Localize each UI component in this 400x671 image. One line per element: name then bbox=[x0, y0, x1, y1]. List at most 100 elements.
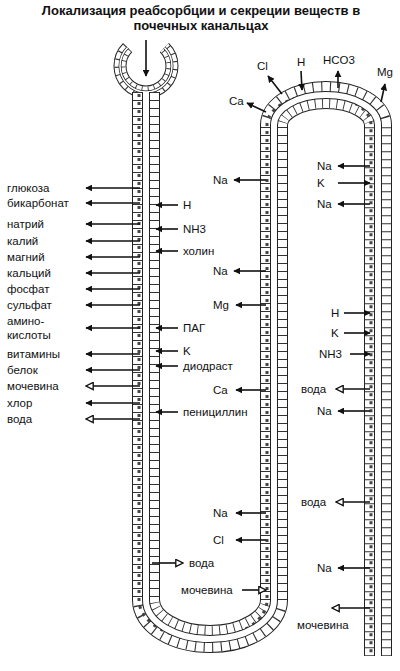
tubule-outline bbox=[146, 92, 378, 656]
substance-label: вода bbox=[300, 382, 327, 396]
leader-arrow bbox=[242, 589, 266, 591]
substance-label: вода bbox=[188, 556, 215, 570]
leader-arrow bbox=[338, 567, 370, 569]
cell-nuclei bbox=[139, 92, 371, 656]
leader-arrow bbox=[86, 202, 140, 204]
leader-arrow bbox=[86, 240, 140, 242]
leader-arrow bbox=[234, 270, 266, 272]
leader-arrow bbox=[86, 369, 140, 371]
substance-label: глюкоза bbox=[6, 181, 50, 195]
leader-arrow bbox=[156, 365, 178, 367]
leader-arrow bbox=[336, 501, 370, 503]
leader-arrow bbox=[86, 385, 140, 387]
substance-label: Ca bbox=[228, 94, 245, 108]
substance-label: вода bbox=[300, 495, 327, 509]
leader-arrow bbox=[236, 389, 266, 391]
lumen-outline bbox=[146, 92, 378, 656]
substance-label: натрий bbox=[6, 217, 45, 231]
substance-label: K bbox=[330, 326, 340, 340]
substance-label: бикарбонат bbox=[6, 196, 70, 210]
tubule-wall bbox=[146, 92, 378, 656]
leader-arrow bbox=[86, 402, 140, 404]
substance-label: кальций bbox=[6, 266, 52, 280]
leader-arrow bbox=[86, 223, 140, 225]
substance-label: мочевина bbox=[180, 583, 234, 597]
substance-label: Na bbox=[316, 561, 333, 575]
leader-arrow bbox=[338, 203, 370, 205]
substance-label: Na bbox=[212, 506, 229, 520]
leader-arrow bbox=[344, 312, 370, 314]
leader-arrow bbox=[350, 353, 370, 355]
substance-label: диодраст bbox=[182, 359, 234, 373]
leader-arrow bbox=[236, 512, 266, 514]
leader-arrow bbox=[86, 327, 140, 329]
substance-label: Na bbox=[212, 264, 229, 278]
leader-arrow bbox=[338, 410, 370, 412]
substance-label: хлор bbox=[6, 396, 33, 410]
filtration-arrow bbox=[145, 40, 147, 76]
substance-label: пенициллин bbox=[182, 405, 249, 419]
leader-arrow bbox=[86, 353, 140, 355]
substance-label: Na bbox=[316, 404, 333, 418]
leader-arrows bbox=[86, 40, 385, 608]
diagram-title: Локализация реабсорбции и секреции вещес… bbox=[40, 3, 362, 33]
substance-label: белок bbox=[6, 363, 39, 377]
leader-arrow bbox=[156, 411, 178, 413]
leader-arrow bbox=[236, 304, 266, 306]
leader-arrow bbox=[338, 182, 370, 184]
substance-label: Na bbox=[316, 159, 333, 173]
leader-arrow bbox=[247, 103, 266, 112]
leader-arrow bbox=[86, 288, 140, 290]
leader-arrow bbox=[156, 204, 178, 206]
substance-label: Na bbox=[212, 173, 229, 187]
substance-label: мочевина bbox=[296, 618, 350, 632]
substance-label: магний bbox=[6, 250, 46, 264]
leader-arrow bbox=[86, 304, 140, 306]
substance-label: Ca bbox=[212, 383, 229, 397]
substance-label: Mg bbox=[376, 65, 394, 79]
substance-label: H bbox=[182, 198, 192, 212]
substance-label: холин bbox=[182, 244, 215, 258]
substance-label: витамины bbox=[6, 347, 61, 361]
leader-arrow bbox=[332, 607, 370, 609]
tubule-lumen bbox=[146, 92, 378, 656]
substance-label: калий bbox=[6, 234, 39, 248]
leader-arrow bbox=[156, 228, 178, 230]
leader-arrow bbox=[301, 71, 302, 90]
leader-arrow bbox=[156, 350, 178, 352]
substance-label: вода bbox=[6, 412, 33, 426]
leader-arrow bbox=[337, 71, 339, 88]
leader-arrow bbox=[86, 187, 140, 189]
leader-arrow bbox=[338, 165, 370, 167]
substance-label: Mg bbox=[212, 298, 230, 312]
tubule-cells bbox=[146, 92, 378, 656]
leader-arrow bbox=[152, 562, 183, 564]
substance-label: ПАГ bbox=[182, 321, 206, 335]
substance-label: NH3 bbox=[318, 347, 343, 361]
substance-label: K bbox=[316, 176, 326, 190]
leader-arrow bbox=[381, 84, 385, 102]
substance-label: K bbox=[182, 344, 192, 358]
substance-label: Cl bbox=[256, 59, 269, 73]
substance-label: амино- кислоты bbox=[6, 314, 66, 342]
substance-label: Na bbox=[316, 197, 333, 211]
substance-label: сульфат bbox=[6, 298, 53, 312]
substance-label: мочевина bbox=[6, 379, 60, 393]
leader-arrow bbox=[336, 388, 370, 390]
substance-label: HCO3 bbox=[322, 53, 356, 67]
leader-arrow bbox=[236, 539, 266, 541]
substance-label: NH3 bbox=[182, 222, 207, 236]
substance-label: H bbox=[296, 55, 306, 69]
leader-arrow bbox=[86, 418, 140, 420]
leader-arrow bbox=[86, 256, 140, 258]
leader-arrow bbox=[268, 76, 282, 94]
leader-arrow bbox=[156, 250, 178, 252]
leader-arrow bbox=[344, 332, 370, 334]
leader-arrow bbox=[86, 272, 140, 274]
substance-label: H bbox=[330, 306, 340, 320]
substance-label: фосфат bbox=[6, 282, 50, 296]
tubule-walls bbox=[120, 48, 378, 656]
leader-arrow bbox=[234, 179, 266, 181]
leader-arrow bbox=[156, 327, 178, 329]
